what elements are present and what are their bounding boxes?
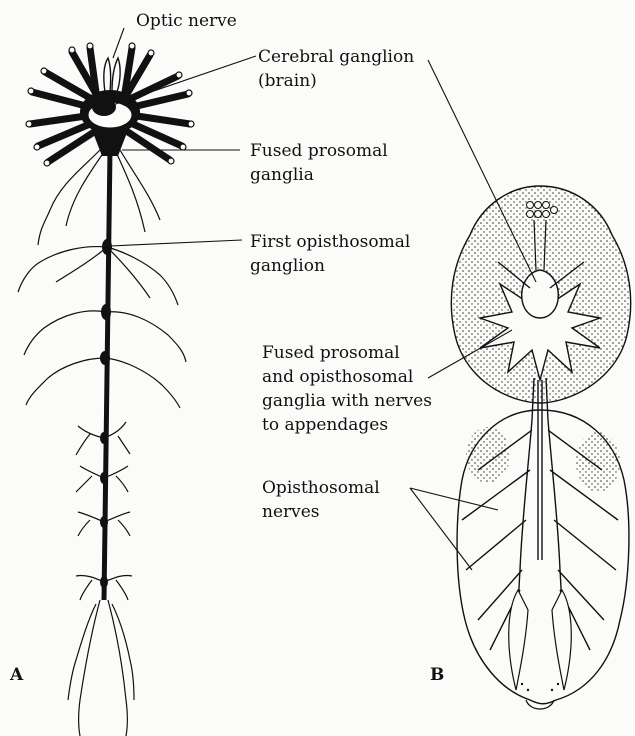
panel-a-diagram (18, 43, 194, 736)
cerebral-ganglion-b (522, 270, 559, 318)
label-fused-pro-opis-3: ganglia with nerves (262, 391, 432, 411)
leader-optic-nerve (113, 28, 124, 58)
label-fused-prosomal: Fused prosomal (250, 141, 388, 161)
brain-core (92, 98, 116, 116)
label-cerebral-ganglion: Cerebral ganglion (258, 47, 414, 67)
optic-nerve-left (104, 58, 111, 92)
label-first-opisthosomal: First opisthosomal (250, 232, 410, 252)
label-first-opisthosomal-ganglion: ganglion (250, 256, 325, 276)
label-cerebral-brain: (brain) (258, 71, 317, 91)
label-fused-prosomal-ganglia: ganglia (250, 165, 314, 185)
label-fused-pro-opis-2: and opisthosomal (262, 367, 413, 387)
optic-nerve-right (112, 58, 120, 92)
label-fused-pro-opis-4: to appendages (262, 415, 388, 435)
stipple-patch-left (466, 427, 510, 483)
label-fused-pro-opis-1: Fused prosomal (262, 343, 400, 363)
panel-b-diagram (451, 186, 630, 709)
panel-label-a: A (9, 665, 24, 685)
label-opisthosomal: Opisthosomal (262, 478, 380, 498)
label-optic-nerve: Optic nerve (136, 11, 237, 31)
panel-label-b: B (430, 665, 444, 685)
ventral-nerve-cord (104, 150, 110, 600)
leader-first-opisthosomal (110, 240, 242, 246)
label-opisthosomal-nerves: nerves (262, 502, 320, 522)
stipple-patch-right (576, 432, 620, 492)
